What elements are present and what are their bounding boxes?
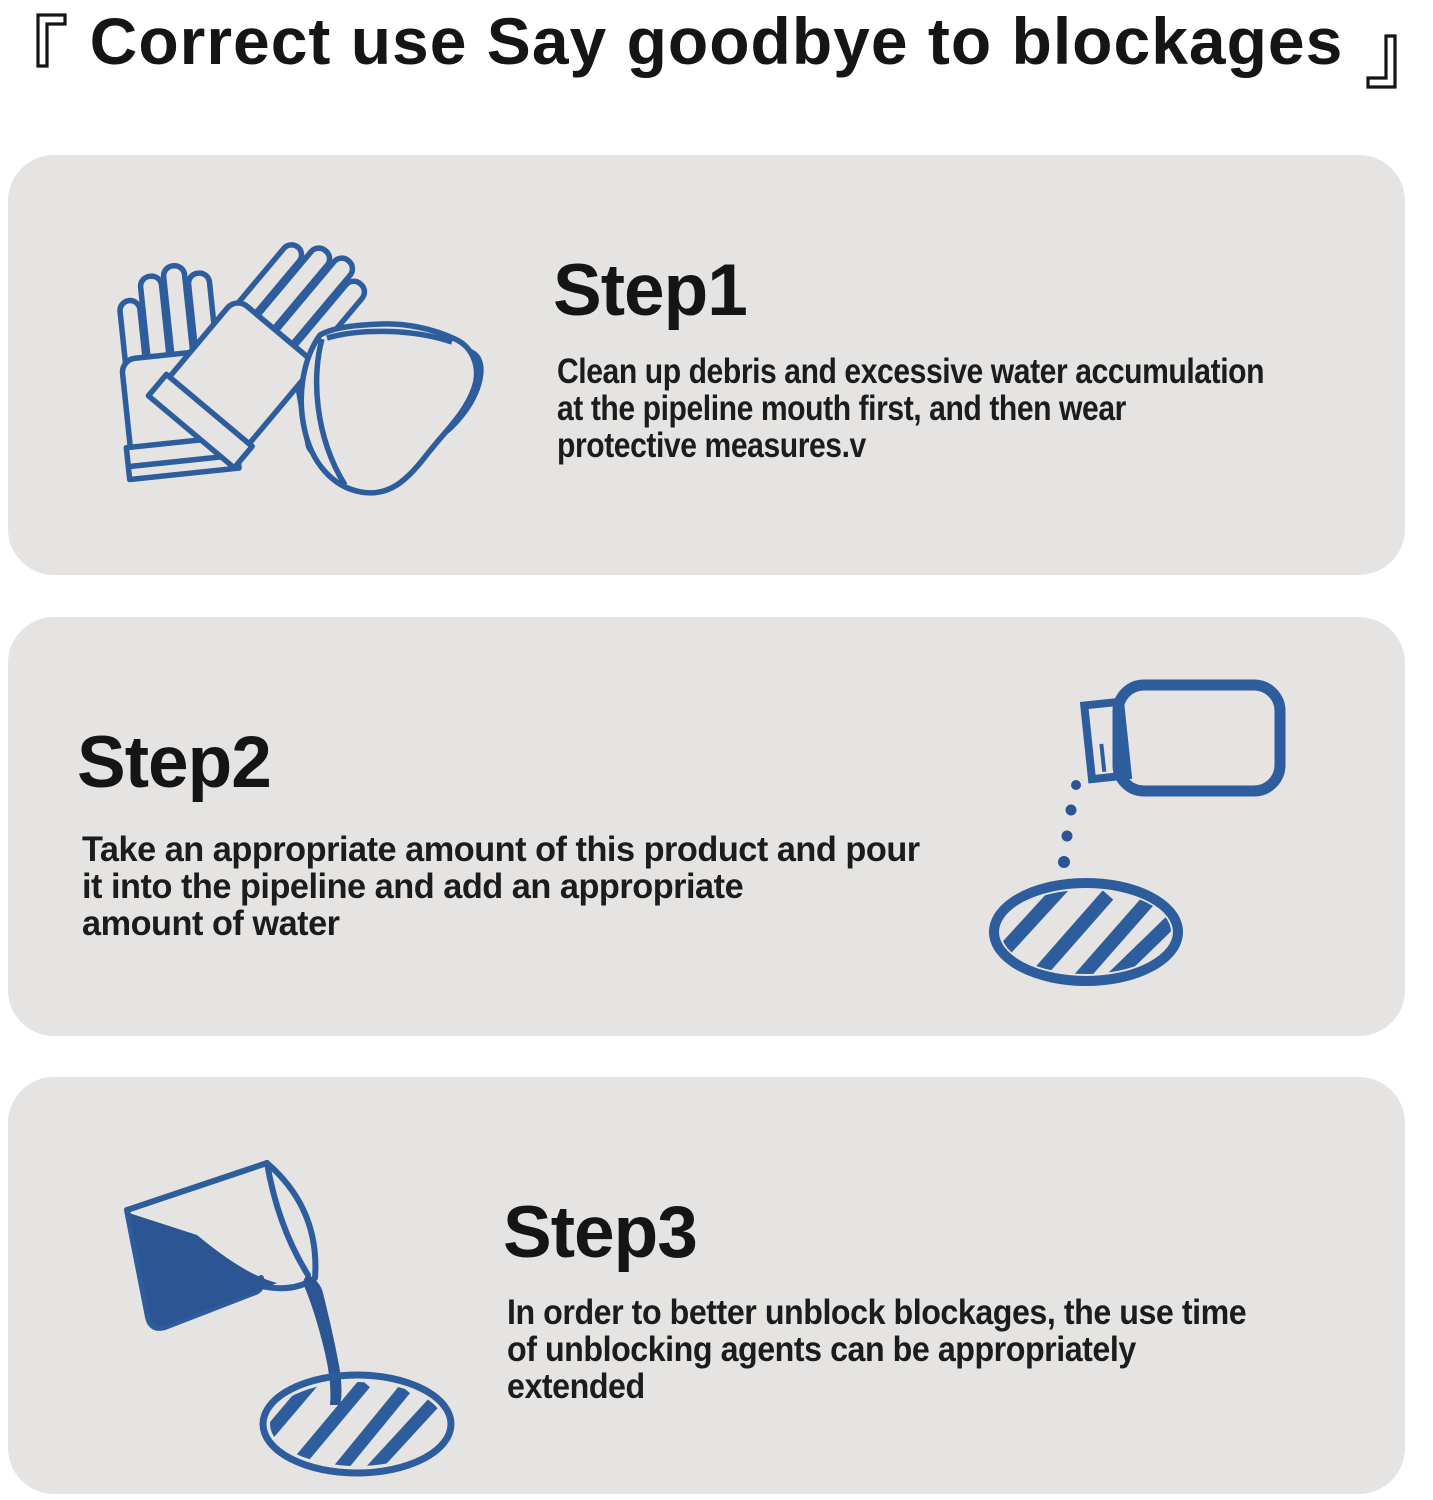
pouring-stream <box>303 1275 342 1405</box>
drain-grate <box>259 1371 455 1477</box>
close-corner-bracket-icon <box>1366 34 1397 89</box>
step-2-description: Take an appropriate amount of this produ… <box>82 830 920 943</box>
liquid-in-cup <box>129 1213 277 1326</box>
bottle <box>1079 679 1286 797</box>
step-1-heading: Step1 <box>553 250 748 331</box>
face-mask <box>298 321 484 496</box>
glove-front <box>145 242 368 471</box>
step-1-panel: Step1 Clean up debris and excessive wate… <box>8 155 1405 575</box>
liquid-drops <box>1058 780 1081 868</box>
drain-grate <box>989 878 1183 986</box>
step-3-panel: Step3 In order to better unblock blockag… <box>8 1077 1405 1494</box>
page-title: Correct use Say goodbye to blockages <box>89 4 1344 78</box>
title-row: Correct use Say goodbye to blockages <box>0 4 1433 92</box>
step-1-description: Clean up debris and excessive water accu… <box>557 352 1265 465</box>
open-corner-bracket-icon <box>36 13 67 68</box>
gloves-and-mask-icon <box>108 233 496 525</box>
step-3-description: In order to better unblock blockages, th… <box>507 1293 1247 1406</box>
bottle-pouring-into-drain-icon <box>960 655 1390 1007</box>
cup-pouring-into-drain-icon <box>103 1147 483 1494</box>
step-2-heading: Step2 <box>77 722 272 803</box>
step-2-panel: Step2 Take an appropriate amount of this… <box>8 617 1405 1036</box>
step-3-heading: Step3 <box>503 1192 698 1273</box>
